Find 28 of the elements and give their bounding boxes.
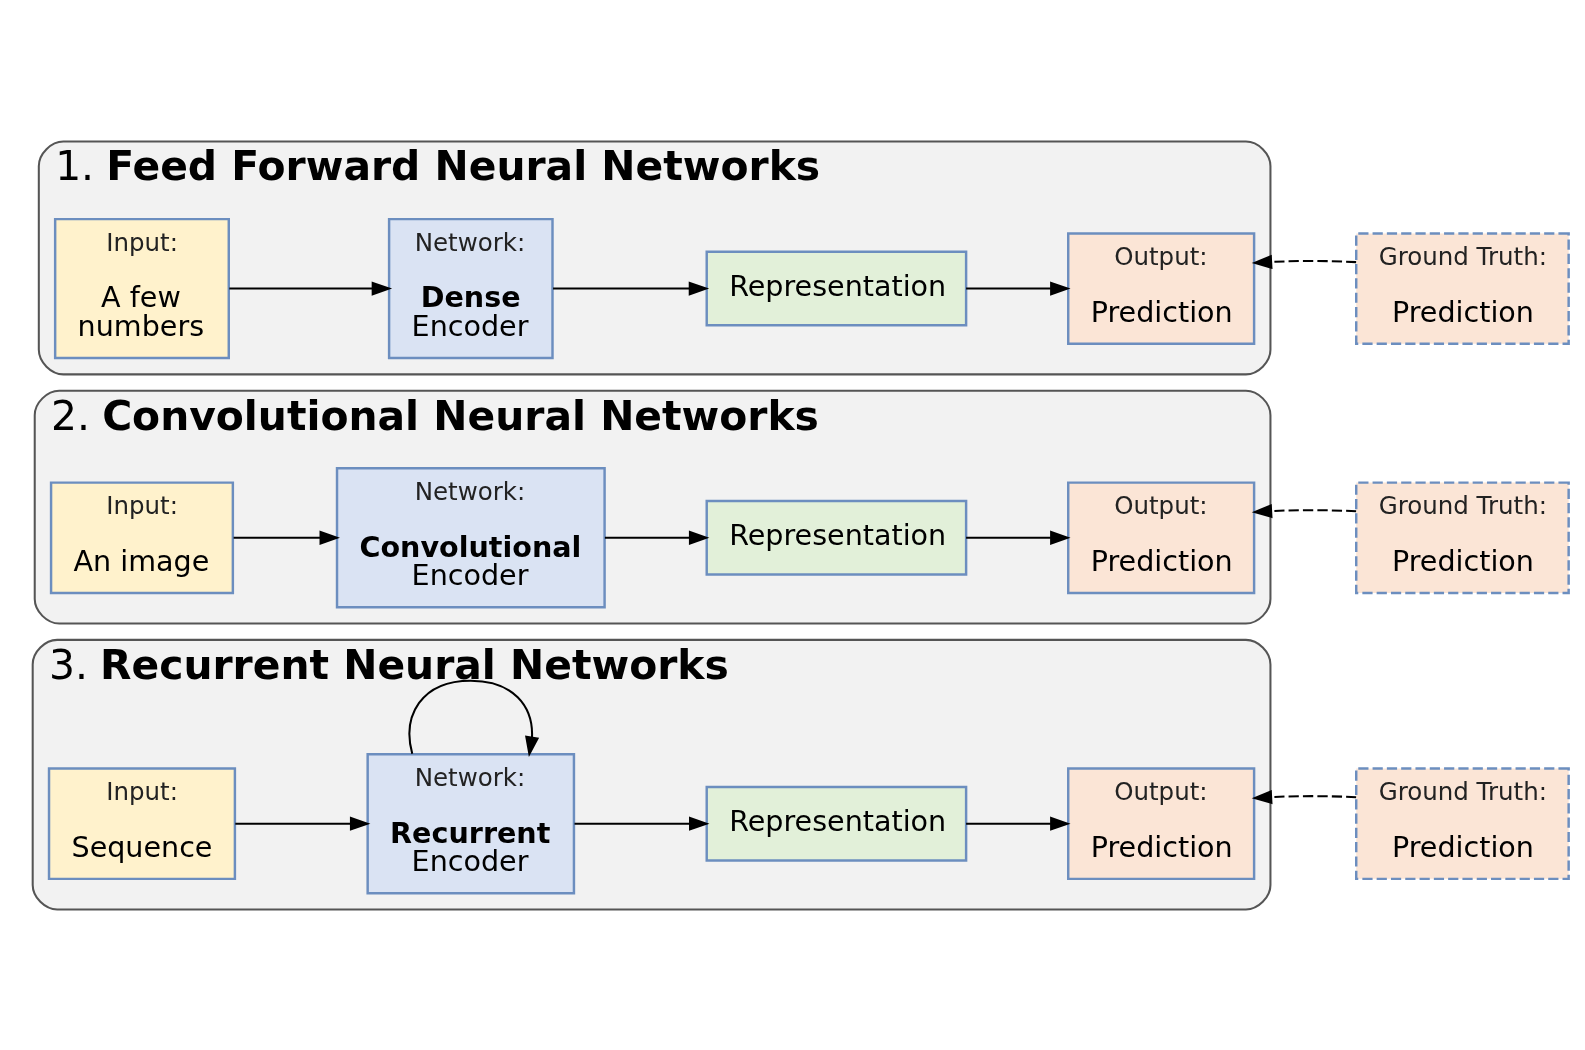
node-box: Representation	[705, 499, 968, 576]
node-box: Ground Truth: Prediction	[1355, 480, 1570, 594]
arrow	[1251, 789, 1357, 804]
arrow	[229, 280, 393, 296]
node-box: Input: An image	[49, 480, 235, 594]
node-box: Ground Truth: Prediction	[1355, 231, 1570, 345]
arrow	[966, 280, 1071, 296]
node-box: Output: Prediction	[1067, 766, 1256, 880]
arrow	[233, 530, 340, 545]
node-box: Network: Convolutional Encoder	[335, 466, 606, 608]
arrow	[235, 816, 371, 831]
arrow	[1251, 503, 1357, 518]
node-box: Representation	[705, 785, 968, 862]
arrow	[604, 530, 710, 545]
arrow	[408, 679, 540, 757]
node-box: Ground Truth: Prediction	[1355, 766, 1570, 880]
arrow	[966, 530, 1071, 545]
arrow	[1251, 254, 1357, 269]
arrow	[574, 816, 710, 831]
arrow	[966, 816, 1071, 831]
node-box: Input: A few numbers	[53, 217, 230, 359]
node-box: Input: Sequence	[47, 766, 237, 880]
node-box: Network: Recurrent Encoder	[366, 752, 576, 894]
node-box: Output: Prediction	[1067, 231, 1256, 345]
node-box: Output: Prediction	[1067, 480, 1256, 594]
node-box: Network: Dense Encoder	[387, 217, 554, 359]
arrow	[553, 280, 710, 296]
node-box: Representation	[705, 250, 968, 327]
